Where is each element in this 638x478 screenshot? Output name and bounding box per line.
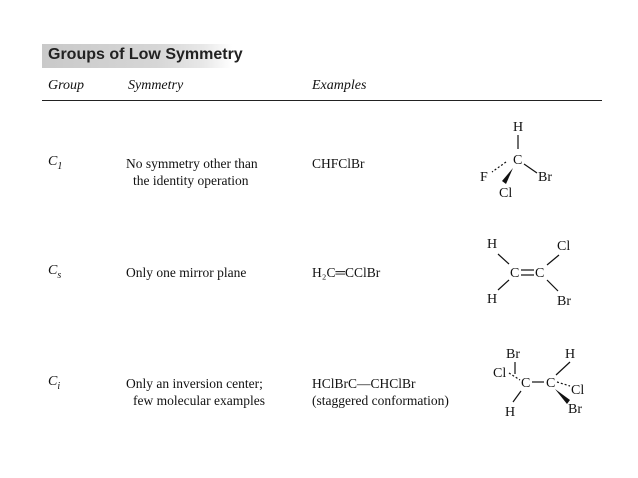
bond-c-br — [546, 279, 559, 292]
bond-c1-cl — [508, 372, 521, 381]
group-c1: C1 — [48, 154, 63, 172]
bond-c-f — [491, 161, 507, 173]
symmetry-ci-line-1: Only an inversion center; — [126, 376, 263, 391]
atom-c1: C — [521, 376, 530, 391]
header-examples: Examples — [312, 78, 367, 93]
example-c1-line-1: CHFClBr — [312, 156, 365, 171]
example-ci-line-2: (staggered conformation) — [312, 393, 449, 408]
atom-c2: C — [546, 376, 555, 391]
atom-c1: C — [510, 266, 519, 281]
atom-cl-top: Cl — [557, 239, 570, 254]
example-c1: CHFClBr — [312, 155, 365, 172]
atom-cl-right: Cl — [571, 383, 584, 398]
atom-br-top: Br — [506, 347, 520, 362]
header-rule — [42, 100, 602, 101]
atom-c: C — [513, 153, 522, 168]
atom-f: F — [480, 170, 488, 185]
bond-cl-c — [546, 254, 560, 266]
atom-h-top: H — [487, 237, 497, 252]
header-symmetry: Symmetry — [128, 78, 184, 93]
bond-c2-br-wedge — [555, 389, 570, 404]
bond-c2-cl — [556, 381, 571, 387]
symmetry-cs: Only one mirror plane — [126, 264, 246, 281]
atom-cl-left: Cl — [493, 366, 506, 381]
atom-c2: C — [535, 266, 544, 281]
example-cs-line-1: H₂C═CClBr — [312, 265, 381, 280]
atom-h-top: H — [565, 347, 575, 362]
structure-h2ccclbr: H Cl C C H Br — [487, 237, 571, 309]
table-title: Groups of Low Symmetry — [48, 46, 243, 63]
symmetry-ci-line-2: few molecular examples — [133, 393, 265, 408]
atom-h-bottom: H — [487, 292, 497, 307]
symmetry-cs-line-1: Only one mirror plane — [126, 265, 247, 280]
group-cs: Cs — [48, 263, 62, 281]
symmetry-ci: Only an inversion center; few molecular … — [126, 375, 265, 409]
structure-chfclbr: H C F Br Cl — [480, 120, 552, 201]
bond-h-c-bottom — [497, 279, 510, 291]
bond-c2-h — [555, 361, 571, 376]
bond-h-c-top — [497, 253, 510, 265]
bond-c-br — [523, 163, 538, 174]
symmetry-c1-line-2: the identity operation — [133, 173, 249, 188]
example-ci: HClBrC—CHClBr (staggered conformation) — [312, 375, 449, 409]
structure-hclbrc-chclbr: Br H Cl C C Cl H Br — [493, 347, 584, 420]
atom-br: Br — [538, 170, 552, 185]
symmetry-c1: No symmetry other than the identity oper… — [126, 155, 258, 189]
atom-h-bottom: H — [505, 405, 515, 420]
bond-c1-h — [512, 390, 522, 403]
symmetry-c1-line-1: No symmetry other than — [126, 156, 258, 171]
atom-br-bottom: Br — [568, 402, 582, 417]
header-group: Group — [48, 78, 85, 93]
bond-c-cl-wedge — [502, 168, 513, 184]
group-ci: Ci — [48, 374, 61, 392]
atom-h: H — [513, 120, 523, 135]
example-ci-line-1: HClBrC—CHClBr — [312, 376, 416, 391]
example-cs: H₂C═CClBr — [312, 264, 380, 281]
atom-br-bottom: Br — [557, 294, 571, 309]
table-title-banner: Groups of Low Symmetry — [42, 44, 243, 68]
atom-cl: Cl — [499, 186, 512, 201]
